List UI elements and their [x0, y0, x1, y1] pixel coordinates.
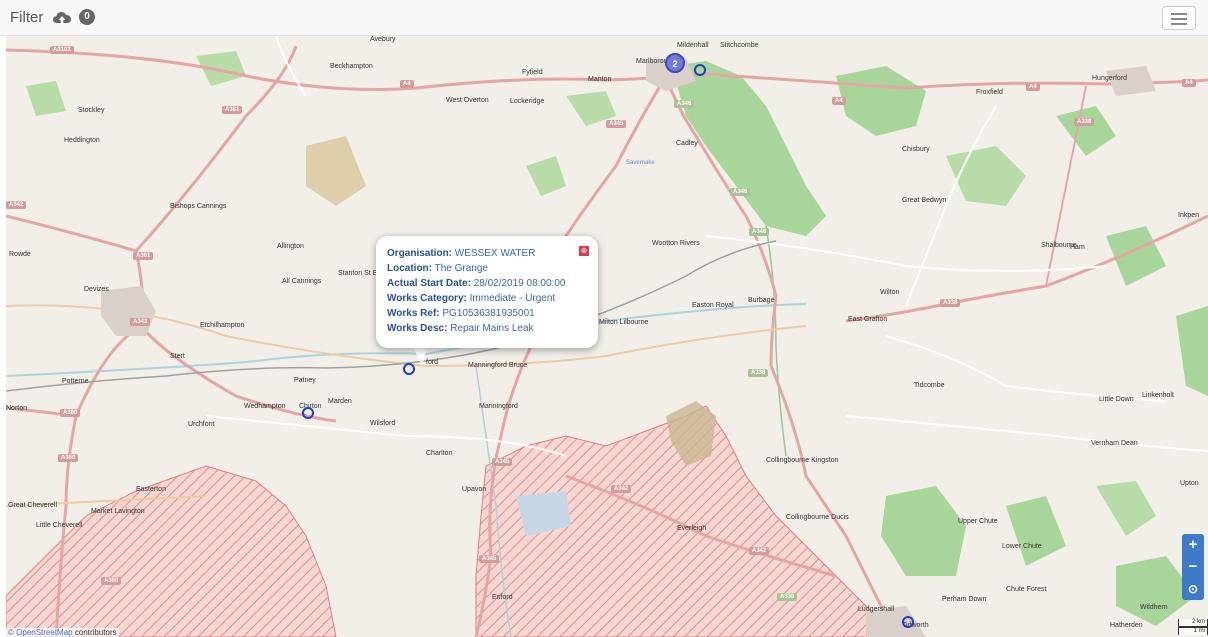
filter-label[interactable]: Filter	[10, 9, 44, 26]
road-label: A4	[1026, 83, 1040, 91]
road-label: A360	[60, 409, 81, 417]
attribution-text: contributors	[72, 628, 117, 637]
road-label: A338	[940, 299, 961, 307]
close-popup-button[interactable]: ⊗	[579, 246, 589, 256]
popup-location-row: Location: The Grange	[387, 263, 488, 274]
popup-organisation-row: Organisation: WESSEX WATER	[387, 248, 536, 259]
roadworks-marker[interactable]	[302, 407, 314, 419]
road-label: A4	[1182, 79, 1196, 87]
hamburger-menu-button[interactable]	[1162, 6, 1196, 30]
works-info-popup: ⊗ Organisation: WESSEX WATER Location: T…	[376, 236, 598, 348]
road-label: A360	[58, 454, 79, 462]
scale-mi: 1 mi	[1178, 627, 1208, 635]
road-label: A345	[479, 555, 500, 563]
cloud-upload-icon[interactable]	[52, 10, 72, 26]
road-label: A342	[749, 547, 770, 555]
road-label: A345	[606, 120, 627, 128]
road-label: A346	[674, 100, 695, 108]
road-label: A361	[133, 252, 154, 260]
roadworks-marker[interactable]	[902, 616, 914, 628]
road-label: A345	[492, 458, 513, 466]
roadworks-marker[interactable]	[403, 363, 415, 375]
popup-tip	[412, 345, 428, 365]
map-attribution: © OpenStreetMap contributors	[6, 628, 119, 637]
marker-cluster[interactable]: 2	[665, 53, 685, 73]
zoom-in-button[interactable]: +	[1188, 536, 1198, 553]
road-label: A342	[6, 201, 27, 209]
filter-count-badge: 0	[79, 9, 95, 25]
roadworks-marker[interactable]	[694, 64, 706, 76]
road-label: A342	[130, 318, 151, 326]
popup-ref-row: Works Ref: PG10536381935001	[387, 308, 535, 319]
zoom-out-button[interactable]: −	[1188, 558, 1198, 575]
map-tiles	[6, 36, 1208, 637]
road-label: A346	[730, 188, 751, 196]
road-label: A361	[222, 106, 243, 114]
road-label: A338	[777, 593, 798, 601]
map-scale-bar: 2 km 1 mi	[1178, 619, 1208, 637]
popup-desc-row: Works Desc: Repair Mains Leak	[387, 323, 534, 334]
road-label: A346	[749, 228, 770, 236]
road-label: A342	[611, 485, 632, 493]
popup-category-row: Works Category: Immediate - Urgent	[387, 293, 556, 304]
top-navbar: Filter 0	[0, 0, 1208, 36]
attribution-symbol: ©	[8, 628, 14, 637]
road-label: A338	[1074, 118, 1095, 126]
road-label: A338	[748, 369, 769, 377]
popup-start-date-row: Actual Start Date: 28/02/2019 08:00:00	[387, 278, 566, 289]
map-canvas[interactable]: Avebury Beckhampton Stockley Heddington …	[6, 36, 1208, 637]
road-label: A4	[400, 80, 414, 88]
locate-icon[interactable]: ⊙	[1187, 582, 1199, 596]
zoom-control: + − ⊙	[1182, 534, 1204, 600]
road-label: A360	[101, 577, 122, 585]
road-label: A3102	[50, 46, 74, 54]
scale-km: 2 km	[1178, 619, 1208, 627]
road-label: A4	[832, 97, 846, 105]
openstreetmap-link[interactable]: OpenStreetMap	[16, 628, 73, 637]
